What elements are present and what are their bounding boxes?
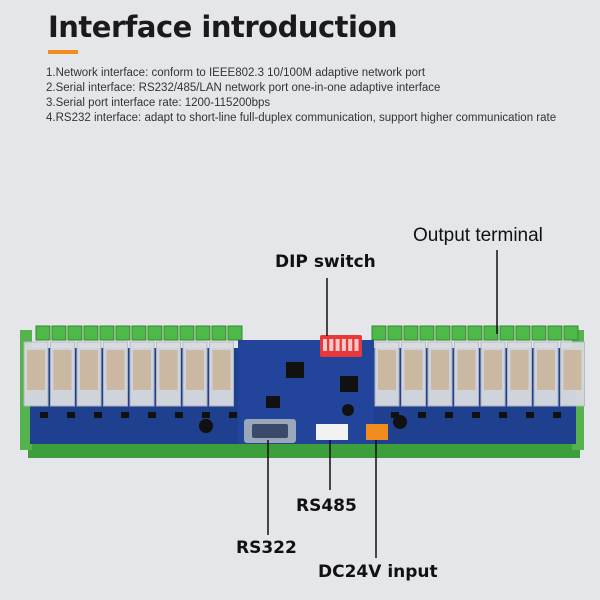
relay-coil — [510, 350, 529, 390]
rs485-terminal — [316, 424, 348, 440]
dip-keys — [323, 339, 359, 351]
relay-coil — [27, 350, 45, 390]
callout-dc24v-input: DC24V input — [318, 562, 438, 582]
terminal-block — [99, 325, 115, 341]
relay-coil — [186, 350, 204, 390]
smd-component — [148, 412, 156, 418]
terminal-block — [419, 325, 435, 341]
terminal-block — [83, 325, 99, 341]
terminal-block — [531, 325, 547, 341]
terminal-block — [563, 325, 579, 341]
terminal-block — [435, 325, 451, 341]
terminal-block — [67, 325, 83, 341]
din-rail — [28, 440, 580, 458]
relay-coil — [53, 350, 72, 390]
terminal-block — [115, 325, 131, 341]
terminal-block — [403, 325, 419, 341]
terminal-block — [51, 325, 67, 341]
callout-dip-switch: DIP switch — [275, 252, 376, 272]
terminal-block — [467, 325, 483, 341]
smd-component — [391, 412, 399, 418]
relay-group — [23, 341, 585, 407]
terminal-block — [499, 325, 515, 341]
smd-component — [202, 412, 210, 418]
terminal-block — [179, 325, 195, 341]
page-title: Interface introduction — [48, 10, 398, 44]
relay-coil — [378, 350, 396, 390]
terminal-block — [195, 325, 211, 341]
smd-component — [553, 412, 561, 418]
relay-coil — [159, 350, 178, 390]
dc24v-terminal — [366, 424, 388, 440]
smd-component — [67, 412, 75, 418]
title-underline — [48, 50, 78, 54]
smd-component — [472, 412, 480, 418]
bottom-components — [40, 412, 561, 418]
terminal-block — [163, 325, 179, 341]
callout-rs322: RS322 — [236, 538, 297, 558]
smd-component — [40, 412, 48, 418]
terminal-block — [483, 325, 499, 341]
relay-coil — [563, 350, 582, 390]
dip-key — [329, 339, 334, 351]
terminal-block — [515, 325, 531, 341]
relay-coil — [404, 350, 423, 390]
smd-component — [175, 412, 183, 418]
terminal-block — [451, 325, 467, 341]
callout-rs485: RS485 — [296, 496, 357, 516]
smd-component — [229, 412, 237, 418]
relay-coil — [457, 350, 476, 390]
dip-key — [348, 339, 353, 351]
smd-component — [121, 412, 129, 418]
intro-item: 4.RS232 interface: adapt to short-line f… — [46, 112, 557, 124]
relay-coil — [80, 350, 98, 390]
capacitor-center — [342, 404, 354, 416]
chip-main — [286, 362, 304, 378]
intro-item: 3.Serial port interface rate: 1200-11520… — [46, 97, 271, 109]
terminal-strip-top — [35, 325, 579, 341]
intro-item: 2.Serial interface: RS232/485/LAN networ… — [46, 82, 441, 94]
smd-component — [418, 412, 426, 418]
capacitor-right — [393, 415, 407, 429]
smd-component — [445, 412, 453, 418]
terminal-block — [227, 325, 243, 341]
terminal-block — [131, 325, 147, 341]
capacitor-left — [199, 419, 213, 433]
terminal-block — [547, 325, 563, 341]
relay-coil — [431, 350, 449, 390]
dip-key — [354, 339, 359, 351]
relay-coil — [212, 350, 231, 390]
smd-component — [526, 412, 534, 418]
relay-coil — [484, 350, 502, 390]
dip-key — [323, 339, 327, 351]
terminal-block — [211, 325, 227, 341]
relay-coil — [537, 350, 555, 390]
chip-secondary — [340, 376, 358, 392]
intro-item: 1.Network interface: conform to IEEE802.… — [46, 67, 426, 79]
relay-coil — [106, 350, 125, 390]
smd-component — [499, 412, 507, 418]
relay-coil — [133, 350, 151, 390]
terminal-block — [35, 325, 51, 341]
dip-key — [335, 339, 340, 351]
intro-list: 1.Network interface: conform to IEEE802.… — [46, 66, 576, 126]
terminal-block — [371, 325, 387, 341]
chip-small — [266, 396, 280, 408]
terminal-block — [147, 325, 163, 341]
smd-component — [94, 412, 102, 418]
rs232-pins — [252, 424, 288, 438]
terminal-block — [387, 325, 403, 341]
callout-output-terminal: Output terminal — [413, 225, 543, 246]
dip-key — [341, 339, 346, 351]
